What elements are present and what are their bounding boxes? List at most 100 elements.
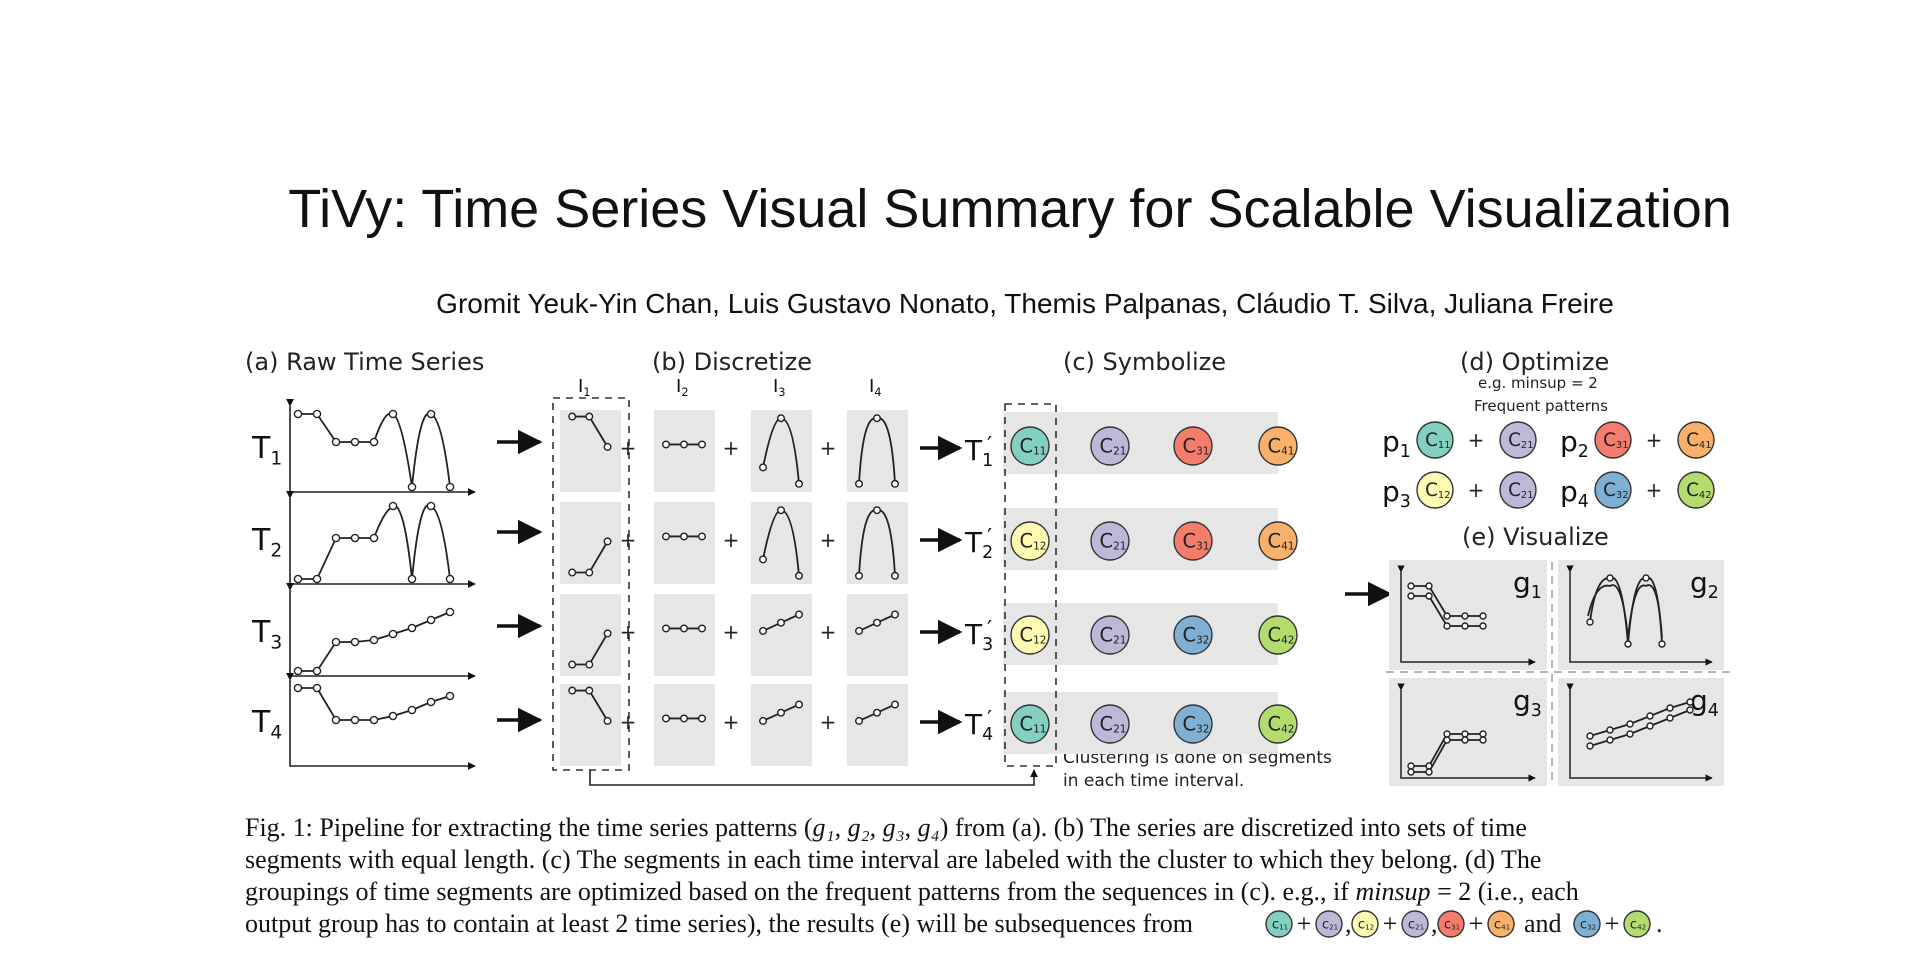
raw-series-line-point <box>407 574 417 584</box>
symbol-sequence-label-main: T <box>964 618 983 651</box>
segment-line-point <box>777 708 786 717</box>
symbol-sequence-label-prime: ′ <box>987 525 992 551</box>
group-line-point <box>1586 618 1594 626</box>
segment-line-point <box>603 442 612 451</box>
cluster-node-circle <box>1010 426 1050 466</box>
segment-cell <box>560 594 621 676</box>
segment-line-point <box>585 568 594 577</box>
group-line-point <box>1606 574 1614 582</box>
segment-plus: + <box>723 528 740 552</box>
segment-line-point <box>891 610 900 619</box>
cluster-node-main: C <box>1183 623 1197 646</box>
interval-selection-box <box>552 397 630 771</box>
group-line <box>1407 730 1487 770</box>
raw-series-line-point <box>350 637 360 647</box>
caption-cluster-node-sub: 21 <box>1415 923 1424 932</box>
panel-a-heading: (a) Raw Time Series <box>245 348 484 376</box>
pattern-plus: + <box>1468 478 1485 502</box>
pattern-node-label: C32 <box>1603 480 1628 501</box>
segment-line <box>759 610 804 635</box>
pattern-node-label: C21 <box>1508 430 1533 451</box>
clustering-note-line2: in each time interval. <box>1063 771 1244 791</box>
group-line-point <box>1624 640 1632 648</box>
caption-line-1a: Fig. 1: Pipeline for extracting the time… <box>245 813 813 842</box>
segment-line-point <box>568 568 577 577</box>
figure-caption: Fig. 1: Pipeline for extracting the time… <box>245 813 1663 938</box>
cluster-node-main: C <box>1020 434 1034 457</box>
caption-cluster-node-label: c12 <box>1358 917 1374 932</box>
segment-line-point <box>759 626 768 635</box>
segment-line-point <box>873 618 882 627</box>
caption-and: and <box>1524 909 1562 938</box>
cluster-node: C32 <box>1173 615 1213 655</box>
cluster-node-label: C21 <box>1100 623 1127 646</box>
caption-cluster-node: c32 <box>1573 910 1601 938</box>
raw-axes <box>286 672 476 770</box>
caption-group-vars: g₁, g₂, g₃, g₄ <box>813 813 940 842</box>
pattern-node-circle <box>1416 471 1454 509</box>
segment-background <box>751 410 812 492</box>
caption-cluster-node-main: c <box>1580 917 1587 932</box>
cluster-node-label: C41 <box>1268 529 1295 552</box>
group-line-point <box>1626 730 1634 738</box>
group-line-point <box>1642 574 1650 582</box>
raw-axes <box>286 490 476 588</box>
pattern-label-main: p <box>1560 475 1578 508</box>
cluster-node-circle <box>1258 426 1298 466</box>
pattern-node-circle <box>1499 471 1537 509</box>
cluster-node-main: C <box>1268 434 1282 457</box>
pattern-node-main: C <box>1603 430 1616 451</box>
group-line-point <box>1586 742 1594 750</box>
raw-series-row: T4 <box>251 672 543 770</box>
raw-series-line-point <box>426 409 436 419</box>
cluster-node: C42 <box>1258 615 1298 655</box>
raw-series-line-point <box>407 482 417 492</box>
segment-line-point <box>891 571 900 580</box>
cluster-node: C31 <box>1173 426 1213 466</box>
cluster-node-sub: 31 <box>1196 540 1209 552</box>
segment-cell <box>560 410 621 492</box>
segment-line-point <box>855 571 864 580</box>
group-line-point <box>1626 720 1634 728</box>
raw-series-line-point <box>445 574 455 584</box>
segment-background <box>560 410 621 492</box>
segment-line-point <box>585 686 594 695</box>
segment-line <box>662 624 707 633</box>
segment-line-point <box>795 479 804 488</box>
cluster-node: C11 <box>1010 426 1050 466</box>
segment-line-point <box>603 629 612 638</box>
caption-cluster-node-sub: 42 <box>1637 923 1646 932</box>
segment-cell <box>847 502 908 584</box>
caption-cluster-node-label: c21 <box>1408 917 1424 932</box>
pattern-node-sub: 21 <box>1521 440 1534 451</box>
group-line-point <box>1479 622 1487 630</box>
cluster-node-main: C <box>1183 529 1197 552</box>
group-line-point <box>1443 612 1451 620</box>
caption-cluster-node: c31 <box>1437 910 1465 938</box>
raw-series-line-point <box>407 705 417 715</box>
cluster-node-sub: 11 <box>1033 445 1046 457</box>
group-line-point <box>1461 736 1469 744</box>
raw-series-line <box>293 409 455 492</box>
interval-label-sub: 3 <box>778 386 785 399</box>
segment-line-point <box>698 624 707 633</box>
segment-background <box>654 410 715 492</box>
segment-line-point <box>698 440 707 449</box>
interval-label-main: I <box>869 376 874 397</box>
cluster-node-sub: 32 <box>1196 723 1209 735</box>
segment-background <box>654 684 715 766</box>
segment-cell <box>847 594 908 676</box>
raw-series-line-point <box>426 697 436 707</box>
raw-series-line-point <box>331 715 341 725</box>
pattern-label-sub: 3 <box>1400 492 1411 512</box>
group-line-point <box>1586 732 1594 740</box>
cluster-node: C12 <box>1010 521 1050 561</box>
panel-d-heading: (d) Optimize <box>1460 348 1609 376</box>
group-line-point <box>1425 768 1433 776</box>
cluster-node-circle <box>1090 704 1130 744</box>
caption-plus: + <box>1297 909 1312 938</box>
